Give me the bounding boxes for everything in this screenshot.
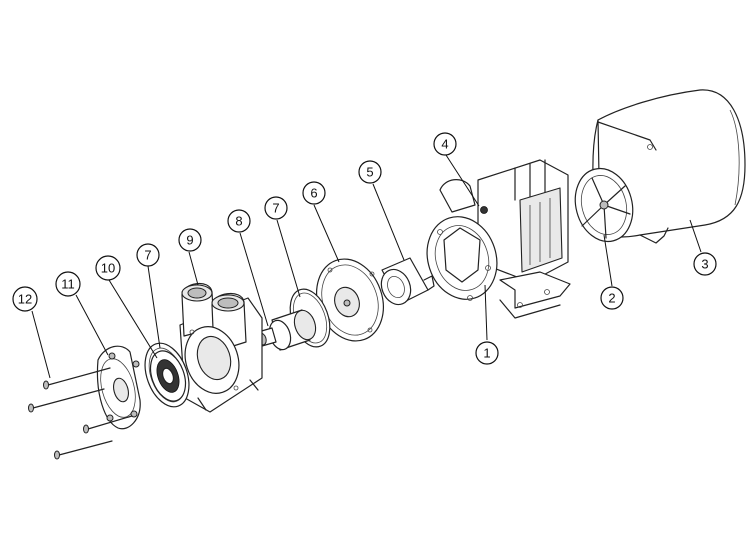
callout-11-label: 11 xyxy=(61,277,75,292)
callout-2: 2 xyxy=(600,286,624,310)
callout-8: 8 xyxy=(227,209,251,233)
callout-1: 1 xyxy=(475,341,499,365)
callout-10-label: 10 xyxy=(101,261,115,276)
callout-5-label: 5 xyxy=(366,165,373,180)
callout-10: 10 xyxy=(95,255,121,281)
callout-7-upper-label: 7 xyxy=(272,201,279,216)
callout-4: 4 xyxy=(433,132,457,156)
callout-12-label: 12 xyxy=(18,292,32,307)
callout-5: 5 xyxy=(358,160,382,184)
callout-4-label: 4 xyxy=(441,137,448,152)
callout-3-label: 3 xyxy=(701,257,708,272)
callout-6: 6 xyxy=(302,181,326,205)
callout-2-label: 2 xyxy=(608,291,615,306)
part-motor xyxy=(426,159,571,319)
part-pump-housing xyxy=(179,283,263,413)
callout-9-label: 9 xyxy=(186,233,193,248)
callout-12: 12 xyxy=(12,286,38,312)
callout-7-lower-label: 7 xyxy=(144,248,151,263)
part-front-cover xyxy=(96,345,141,430)
callout-7-lower: 7 xyxy=(136,243,160,267)
callout-7-upper: 7 xyxy=(264,196,288,220)
callout-8-label: 8 xyxy=(235,214,242,229)
part-cover-plate xyxy=(316,258,384,342)
part-drive-magnet xyxy=(380,257,435,306)
callout-11: 11 xyxy=(55,271,81,297)
callout-1-label: 1 xyxy=(483,346,490,361)
callout-6-label: 6 xyxy=(310,186,317,201)
callout-9: 9 xyxy=(178,228,202,252)
part-impeller xyxy=(257,309,317,351)
part-bearing-plate xyxy=(149,350,187,402)
callout-3: 3 xyxy=(693,252,717,276)
part-motor-end-cover xyxy=(592,89,746,244)
part-cooling-fan xyxy=(574,167,634,243)
leader-lines xyxy=(31,154,702,379)
part-screws xyxy=(28,367,133,460)
